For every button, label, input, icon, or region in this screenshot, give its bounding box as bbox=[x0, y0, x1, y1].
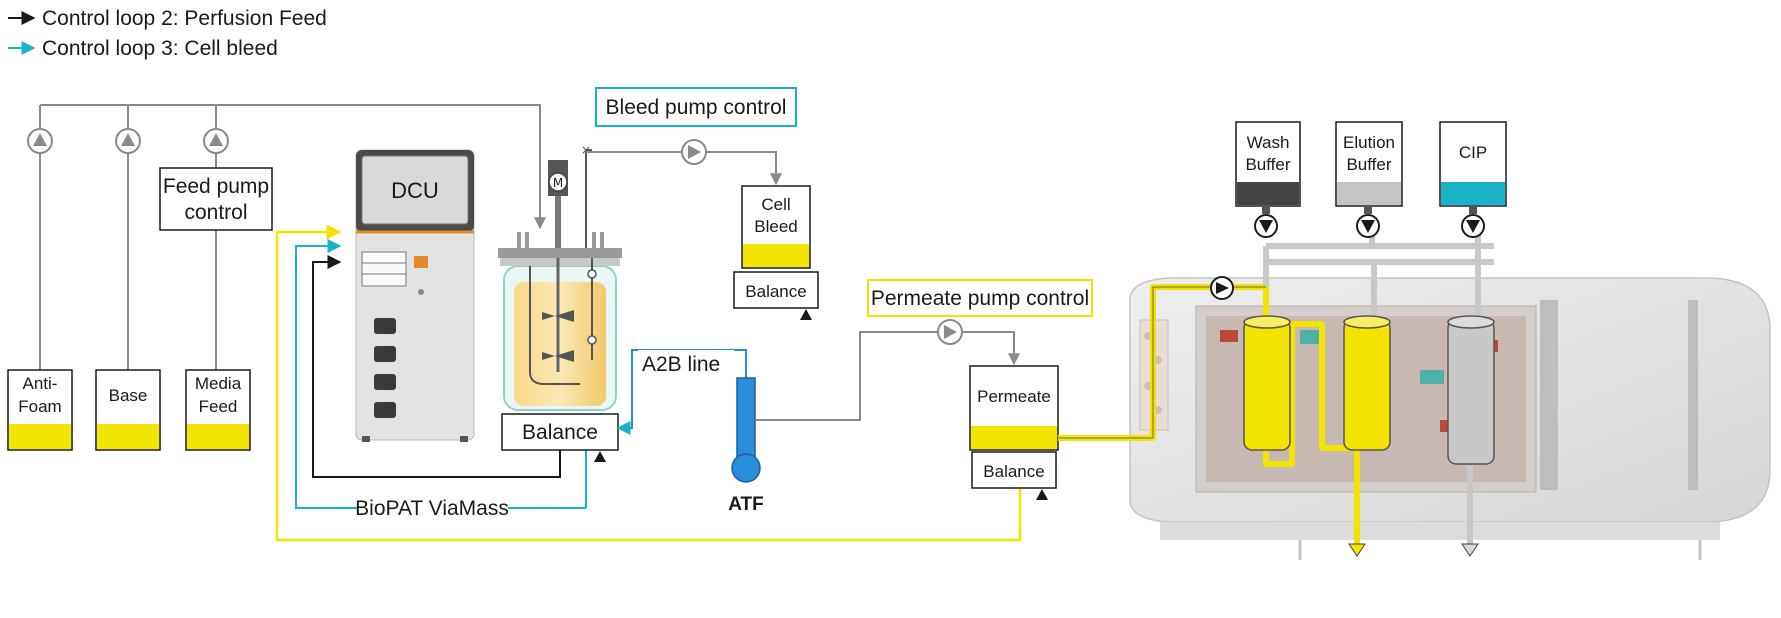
media-feed-bottle: Media Feed bbox=[185, 369, 251, 451]
permeate-label: Permeate bbox=[977, 387, 1051, 406]
additive-pump-icons bbox=[27, 128, 229, 154]
wash-label-2: Buffer bbox=[1245, 155, 1290, 174]
cell-bleed-line bbox=[586, 151, 782, 186]
bleed-pump-icon bbox=[681, 139, 707, 165]
pump-icon bbox=[203, 128, 229, 154]
cip-pump-icon bbox=[1461, 206, 1485, 238]
pump-icon bbox=[115, 128, 141, 154]
column-2 bbox=[1343, 315, 1391, 451]
cell-bleed-balance-label: Balance bbox=[745, 282, 806, 301]
column-3 bbox=[1447, 315, 1495, 465]
permeate-bottle: Permeate bbox=[969, 365, 1059, 451]
legend-perfusion: Control loop 2: Perfusion Feed bbox=[42, 7, 327, 30]
antifoam-label-2: Foam bbox=[18, 397, 61, 416]
feed-pump-label-1: Feed pump bbox=[163, 175, 269, 198]
permeate-pump-control-box: Permeate pump control bbox=[867, 279, 1093, 317]
process-outlet-arrow-2 bbox=[1461, 543, 1479, 557]
bleed-pump-control-box: Bleed pump control bbox=[595, 87, 797, 127]
cell-bleed-bottle: Cell Bleed bbox=[741, 185, 811, 269]
reactor-balance-label: Balance bbox=[522, 421, 598, 444]
legend: Control loop 2: Perfusion Feed Control l… bbox=[8, 7, 327, 60]
a2b-label: A2B line bbox=[642, 353, 720, 376]
bleed-pump-label: Bleed pump control bbox=[606, 96, 787, 119]
skid-pump-icon bbox=[1210, 276, 1234, 300]
antifoam-bottle: Anti- Foam bbox=[7, 369, 73, 451]
permeate-pump-icon bbox=[937, 319, 963, 345]
elution-label-1: Elution bbox=[1343, 133, 1395, 152]
elution-label-2: Buffer bbox=[1346, 155, 1391, 174]
permeate-pump-label: Permeate pump control bbox=[871, 287, 1089, 310]
column-1 bbox=[1243, 315, 1291, 451]
permeate-line bbox=[755, 331, 1020, 421]
permeate-balance-label: Balance bbox=[983, 462, 1044, 481]
legend-bleed: Control loop 3: Cell bleed bbox=[42, 37, 278, 60]
dcu-unit: DCU bbox=[355, 149, 475, 442]
process-flow-outline bbox=[1058, 286, 1266, 439]
atf-label: ATF bbox=[728, 494, 764, 515]
wash-buffer-bottle: Wash Buffer bbox=[1235, 121, 1301, 207]
svg-text:×: × bbox=[581, 143, 591, 157]
buffer-lines bbox=[1263, 228, 1494, 548]
a2b-label-bg bbox=[638, 350, 734, 378]
process-outlet-arrow-1 bbox=[1348, 543, 1366, 557]
wash-label-1: Wash bbox=[1247, 133, 1290, 152]
viamass-label-bg bbox=[358, 496, 508, 520]
cip-label: CIP bbox=[1459, 143, 1487, 162]
cell-bleed-label-2: Bleed bbox=[754, 217, 797, 236]
feed-pump-control-box: Feed pump control bbox=[159, 167, 273, 231]
antifoam-label-1: Anti- bbox=[23, 374, 58, 393]
viamass-label: BioPAT ViaMass bbox=[355, 497, 509, 520]
base-bottle: Base bbox=[95, 369, 161, 451]
elution-pump-icon bbox=[1356, 206, 1380, 238]
motor-label: M bbox=[553, 176, 563, 190]
pump-icon bbox=[27, 128, 53, 154]
bioreactor-vessel: M × bbox=[498, 143, 622, 411]
wash-pump-icon bbox=[1254, 206, 1278, 238]
base-label: Base bbox=[109, 386, 148, 405]
cell-bleed-balance: Balance bbox=[733, 271, 819, 320]
atf-device bbox=[731, 377, 761, 483]
permeate-balance: Balance bbox=[971, 451, 1057, 500]
cip-bottle: CIP bbox=[1439, 121, 1507, 207]
cell-bleed-label-1: Cell bbox=[761, 195, 790, 214]
elution-buffer-bottle: Elution Buffer bbox=[1335, 121, 1403, 207]
reactor-balance: Balance bbox=[501, 413, 619, 462]
dcu-label: DCU bbox=[391, 178, 439, 203]
a2b-line bbox=[616, 349, 747, 435]
feed-pump-label-2: control bbox=[184, 201, 247, 224]
media-label-1: Media bbox=[195, 374, 242, 393]
media-label-2: Feed bbox=[199, 397, 238, 416]
permeate-control-loop-line bbox=[275, 224, 1022, 542]
perfusion-loop-line bbox=[312, 255, 561, 478]
